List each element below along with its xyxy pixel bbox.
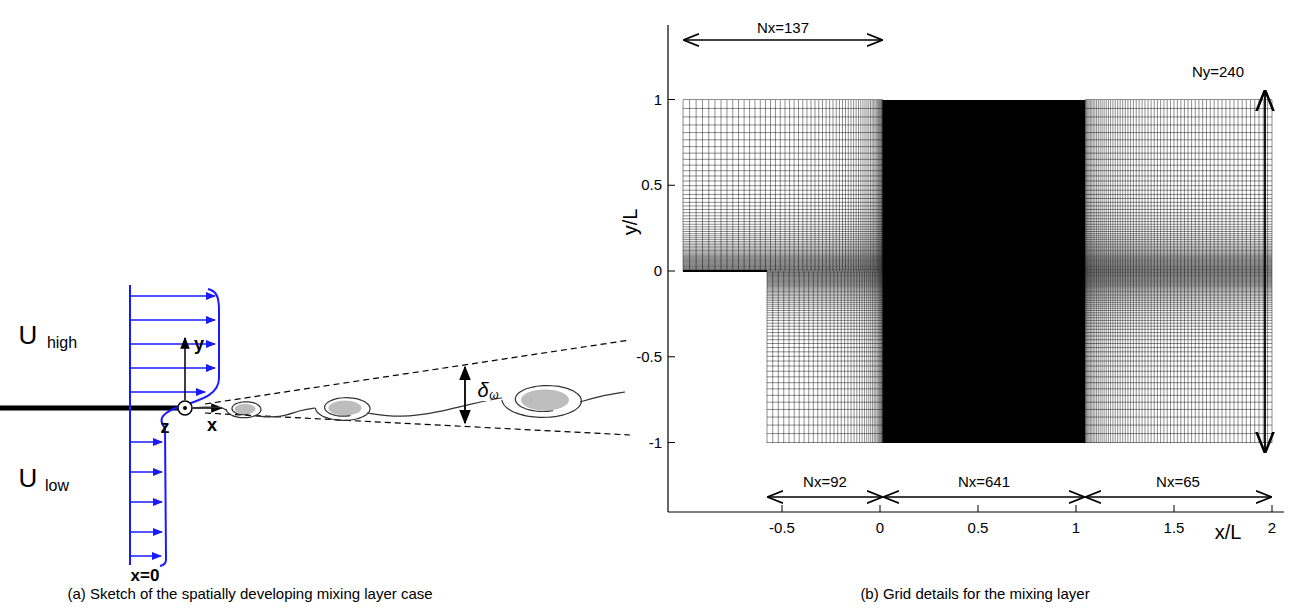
vortex-rollers (192, 386, 625, 421)
axis-title: x/L (1215, 521, 1242, 543)
velocity-arrows (130, 296, 215, 556)
profile-base (129, 285, 131, 565)
figure-caption: (b) Grid details for the mixing layer (860, 586, 1089, 603)
velocity-subscript: low (45, 477, 69, 495)
velocity-profile (160, 289, 219, 566)
grid-plot (668, 25, 1284, 512)
y-axis (667, 25, 668, 512)
z-axis-symbol (178, 401, 192, 415)
tick-label: -0.5 (636, 349, 662, 366)
tick-label: 0 (654, 263, 662, 280)
cell-count: Nx=92 (803, 474, 847, 491)
spread-line (205, 340, 630, 404)
axis-name: y (194, 335, 204, 355)
velocity-subscript: high (47, 334, 77, 352)
tick-label: 1 (1072, 520, 1080, 537)
tick-label: 1.5 (1164, 520, 1185, 537)
tick-label: 0.5 (641, 177, 662, 194)
mesh-lines (683, 100, 1272, 444)
position-label: x=0 (131, 567, 160, 586)
cell-count: Nx=137 (757, 20, 809, 37)
tick-label: 2 (1268, 520, 1276, 537)
axis-name: z (161, 418, 170, 438)
velocity-symbol: U (19, 464, 38, 493)
cell-count: Ny=240 (1190, 64, 1246, 81)
axis-ticks (668, 100, 1272, 513)
mixing-layer-sketch (0, 285, 630, 566)
tick-label: -1 (649, 434, 662, 451)
axis-name: x (207, 416, 217, 436)
cell-count: Nx=65 (1156, 474, 1200, 491)
tick-label: 0.5 (968, 520, 989, 537)
tick-label: 1 (654, 91, 662, 108)
cell-count: Nx=641 (958, 474, 1010, 491)
y-axis-arrow (184, 338, 186, 400)
thickness-subscript: ω (489, 389, 498, 402)
velocity-symbol: U (19, 321, 38, 350)
dense-mesh-block (883, 100, 1085, 443)
tick-label: 0 (876, 520, 884, 537)
thickness-symbol: δ (475, 379, 490, 401)
figure-caption: (a) Sketch of the spatially developing m… (67, 586, 432, 603)
count-arrows (685, 40, 1270, 497)
tick-label: -0.5 (769, 520, 795, 537)
thickness-arrow (464, 367, 466, 423)
axis-title: y/L (619, 209, 641, 236)
z-axis-dot (183, 406, 187, 410)
splitter-plate (0, 406, 178, 411)
x-axis (668, 511, 1284, 512)
